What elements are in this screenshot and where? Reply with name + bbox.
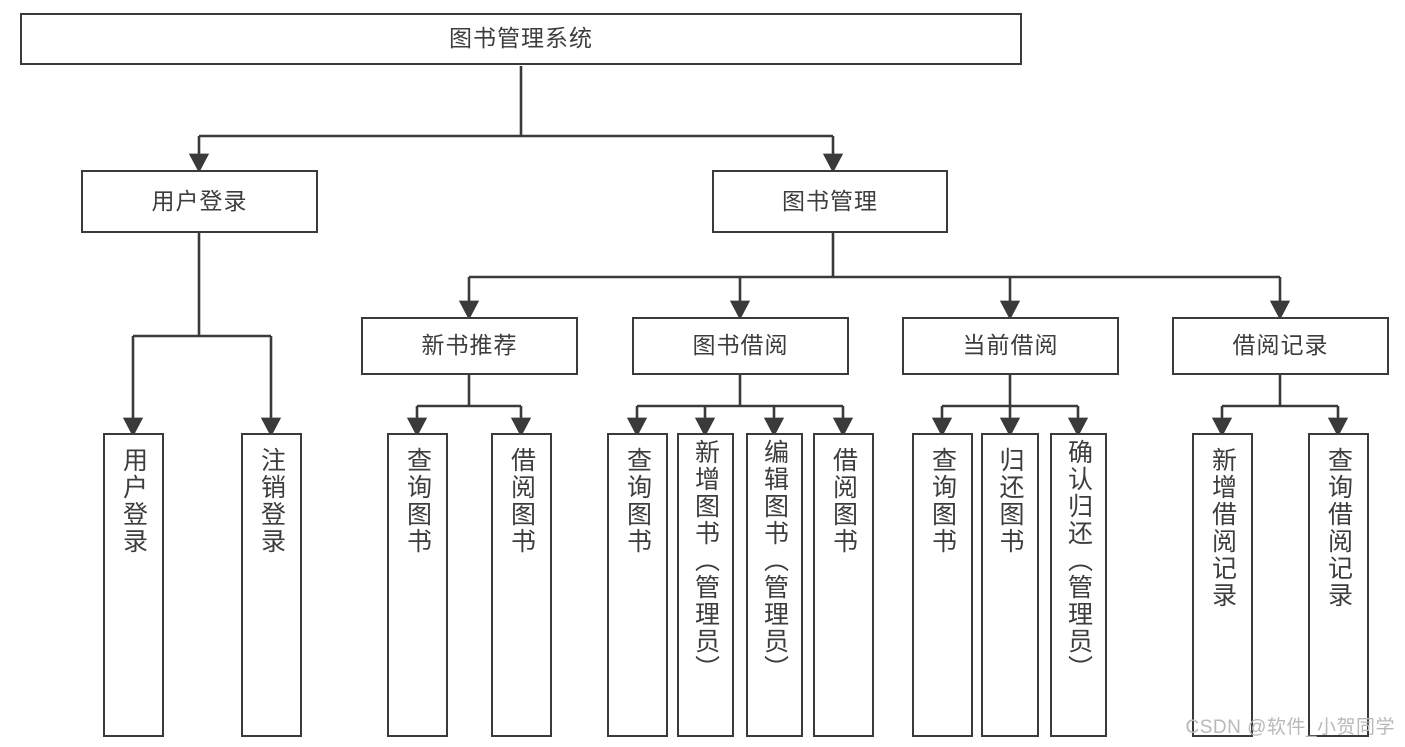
leaf-query-book-current[interactable]: 查询图书 <box>912 433 973 737</box>
leaf-label: 新增图书（管理员） <box>691 439 720 682</box>
node-label: 图书管理系统 <box>449 25 593 52</box>
node-book-management[interactable]: 图书管理 <box>712 170 948 233</box>
leaf-label: 借阅图书 <box>829 447 858 555</box>
node-new-book-recommend[interactable]: 新书推荐 <box>361 317 578 375</box>
leaf-add-book-admin[interactable]: 新增图书（管理员） <box>677 433 734 737</box>
leaf-label: 查询图书 <box>928 447 957 555</box>
leaf-label: 用户登录 <box>119 447 148 555</box>
leaf-logout[interactable]: 注销登录 <box>241 433 302 737</box>
leaf-label: 借阅图书 <box>507 447 536 555</box>
node-label: 借阅记录 <box>1232 332 1329 359</box>
leaf-borrow-book[interactable]: 借阅图书 <box>813 433 874 737</box>
node-book-borrow[interactable]: 图书借阅 <box>632 317 849 375</box>
leaf-label: 确认归还（管理员） <box>1064 439 1093 682</box>
leaf-return-book[interactable]: 归还图书 <box>981 433 1039 737</box>
leaf-edit-book-admin[interactable]: 编辑图书（管理员） <box>746 433 803 737</box>
leaf-label: 归还图书 <box>996 447 1024 555</box>
node-label: 当前借阅 <box>962 332 1059 359</box>
leaf-add-borrow-record[interactable]: 新增借阅记录 <box>1192 433 1253 737</box>
node-label: 用户登录 <box>151 187 248 214</box>
leaf-query-book-borrow[interactable]: 查询图书 <box>607 433 668 737</box>
watermark-text: CSDN @软件_小贺同学 <box>1185 717 1395 738</box>
node-borrow-record[interactable]: 借阅记录 <box>1172 317 1389 375</box>
node-label: 新书推荐 <box>421 332 518 359</box>
node-label: 图书管理 <box>782 187 878 214</box>
leaf-label: 查询图书 <box>403 447 432 555</box>
leaf-label: 新增借阅记录 <box>1208 447 1237 609</box>
leaf-label: 编辑图书（管理员） <box>760 439 789 682</box>
leaf-borrow-book-recommend[interactable]: 借阅图书 <box>491 433 552 737</box>
node-user-login[interactable]: 用户登录 <box>81 170 318 233</box>
node-current-borrow[interactable]: 当前借阅 <box>902 317 1119 375</box>
leaf-label: 注销登录 <box>257 447 286 555</box>
node-label: 图书借阅 <box>692 332 789 359</box>
leaf-query-book-recommend[interactable]: 查询图书 <box>387 433 448 737</box>
leaf-query-borrow-record[interactable]: 查询借阅记录 <box>1308 433 1369 737</box>
node-root-system[interactable]: 图书管理系统 <box>20 13 1022 65</box>
leaf-confirm-return-admin[interactable]: 确认归还（管理员） <box>1050 433 1107 737</box>
leaf-label: 查询图书 <box>623 447 652 555</box>
leaf-label: 查询借阅记录 <box>1324 447 1353 609</box>
leaf-user-login[interactable]: 用户登录 <box>103 433 164 737</box>
